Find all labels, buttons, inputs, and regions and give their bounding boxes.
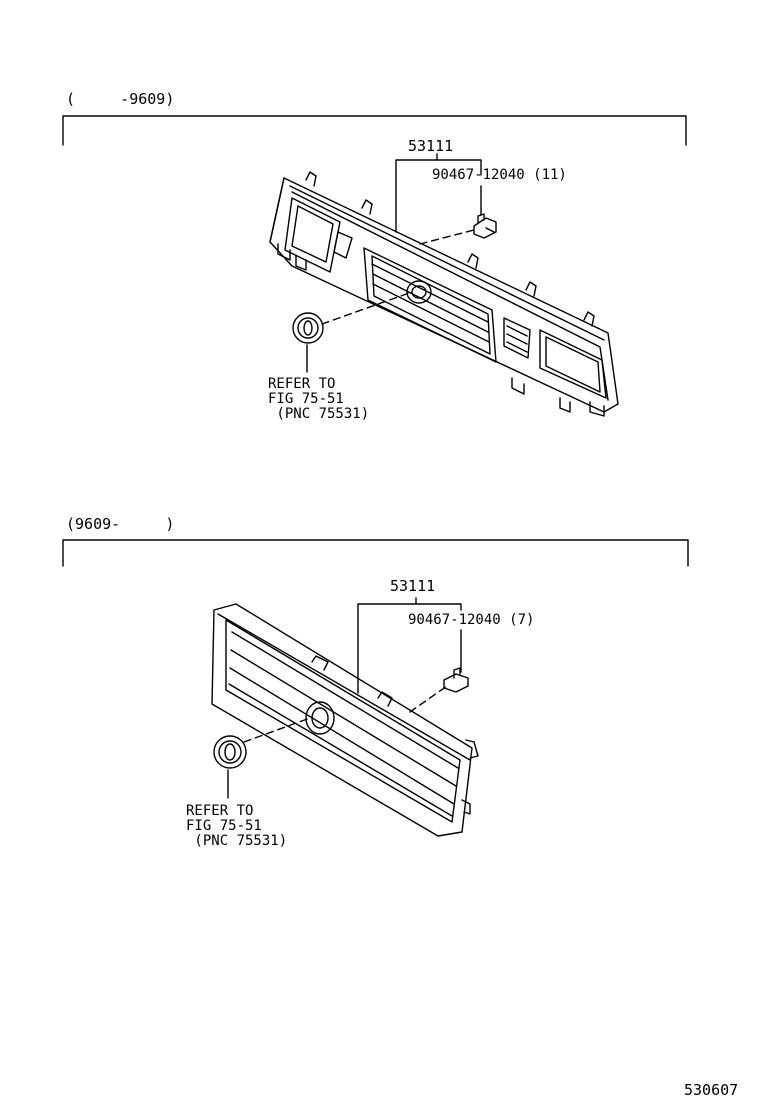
grille-upper bbox=[269, 171, 619, 417]
section-1-refer-line-1: REFER TO bbox=[268, 376, 336, 392]
section-2-callout bbox=[357, 603, 462, 694]
section-2-frame bbox=[62, 539, 689, 567]
grille-lower bbox=[211, 603, 479, 837]
section-2-range: (9609- ) bbox=[66, 515, 175, 533]
section-2-refer-line-1: REFER TO bbox=[186, 803, 254, 819]
section-2-clip-number: 90467-12040 (7) bbox=[408, 612, 535, 628]
section-2-part-number: 53111 bbox=[390, 577, 436, 595]
section-1-range: ( -9609) bbox=[66, 90, 175, 108]
section-1-refer-line-2: FIG 75-51 bbox=[268, 391, 344, 407]
clip-upper bbox=[473, 213, 497, 239]
section-1-frame bbox=[62, 115, 687, 146]
section-2-refer-line-2: FIG 75-51 bbox=[186, 818, 262, 834]
emblem-lower bbox=[213, 735, 247, 769]
section-1-callout bbox=[395, 159, 482, 233]
section-1-clip-number: 90467-12040 (11) bbox=[432, 167, 567, 183]
section-1-part-number: 53111 bbox=[408, 137, 454, 155]
clip-lower bbox=[443, 667, 469, 693]
section-2-refer-line-3: (PNC 75531) bbox=[186, 833, 288, 849]
emblem-upper bbox=[292, 312, 324, 344]
section-1-refer-line-3: (PNC 75531) bbox=[268, 406, 370, 422]
illustration-number: 530607 bbox=[684, 1081, 739, 1099]
